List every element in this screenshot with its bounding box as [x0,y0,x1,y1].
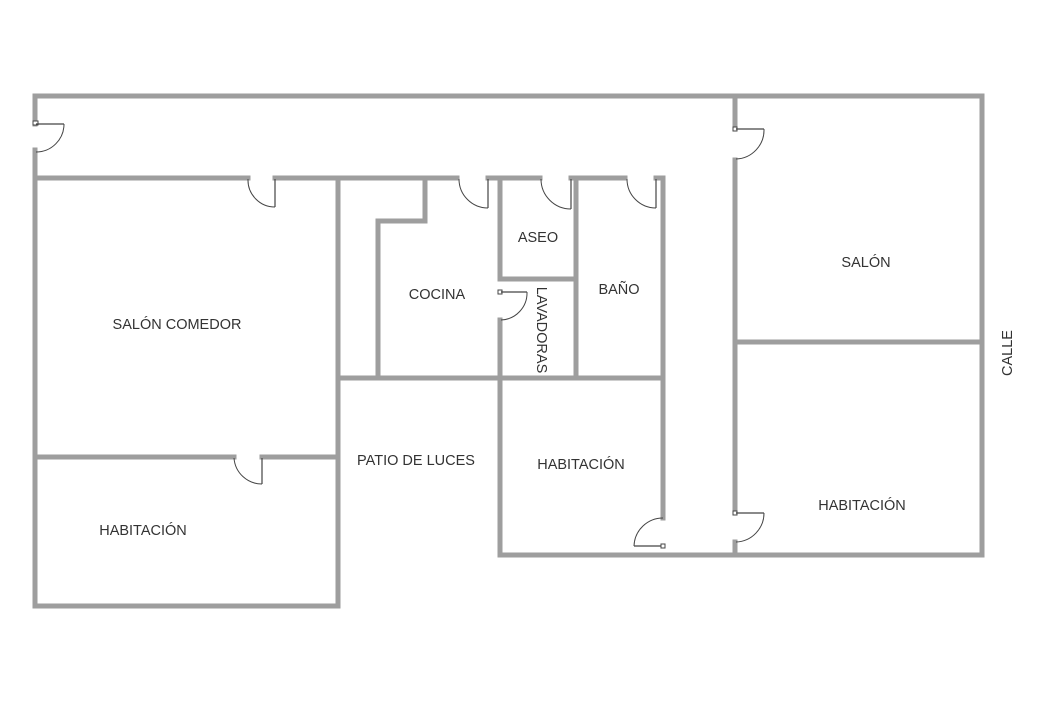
label-calle: CALLE [1000,330,1016,376]
label-habitacion-left: HABITACIÓN [99,522,187,539]
label-cocina: COCINA [409,287,466,303]
door-cocina [458,178,489,209]
walls [32,93,985,609]
door-aseo [540,178,572,210]
door-salon-right [732,126,765,160]
door-habitacion-center [633,517,666,549]
label-aseo: ASEO [518,230,558,246]
door-salon-comedor [247,178,276,208]
label-salon-comedor: SALÓN COMEDOR [113,316,242,333]
door-bano [626,178,657,209]
door-lavadoras [497,289,528,321]
label-salon: SALÓN [841,254,890,271]
label-habitacion-center: HABITACIÓN [537,456,625,473]
label-habitacion-right: HABITACIÓN [818,497,906,514]
doors [32,120,765,549]
label-bano: BAÑO [598,281,639,298]
door-entrance [32,120,65,153]
label-lavadoras: LAVADORAS [533,287,549,374]
room-labels: SALÓN COMEDOR HABITACIÓN COCINA ASEO BAÑ… [99,230,1016,539]
door-habitacion-right [732,510,765,543]
label-patio-de-luces: PATIO DE LUCES [357,453,475,469]
door-habitacion-left [233,457,263,485]
